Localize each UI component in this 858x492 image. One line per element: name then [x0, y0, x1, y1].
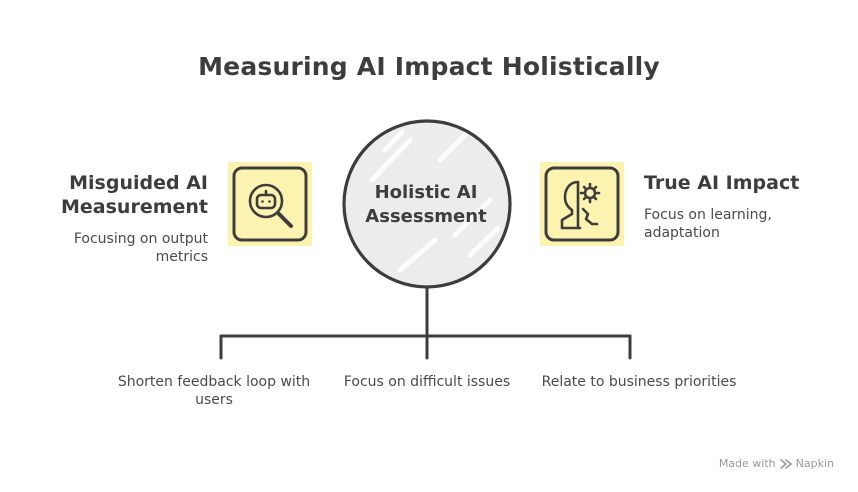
right-description: Focus on learning, adaptation — [644, 207, 772, 241]
page-title: Measuring AI Impact Holistically — [198, 52, 660, 81]
left-heading: Misguided AI Measurement — [61, 172, 208, 218]
branch-label-business-priorities: Relate to business priorities — [541, 374, 737, 390]
robot-magnifier-icon — [248, 183, 293, 228]
head-gear-icon — [560, 180, 601, 230]
watermark-brand: Napkin — [795, 457, 834, 470]
napkin-logo-icon — [779, 458, 792, 469]
center-label: Holistic AI Assessment — [365, 182, 487, 227]
right-icon-tile — [540, 162, 624, 246]
branch-connectors — [219, 284, 632, 360]
branch-label-difficult-issues: Focus on difficult issues — [343, 374, 511, 390]
left-icon-tile — [228, 162, 312, 246]
left-description: Focusing on output metrics — [73, 231, 208, 265]
right-heading: True AI Impact — [644, 172, 800, 194]
watermark-prefix: Made with — [718, 457, 776, 470]
watermark[interactable]: Made with Napkin — [719, 457, 834, 470]
center-circle — [342, 119, 512, 289]
branch-label-feedback-loop: Shorten feedback loop with users — [117, 374, 311, 408]
